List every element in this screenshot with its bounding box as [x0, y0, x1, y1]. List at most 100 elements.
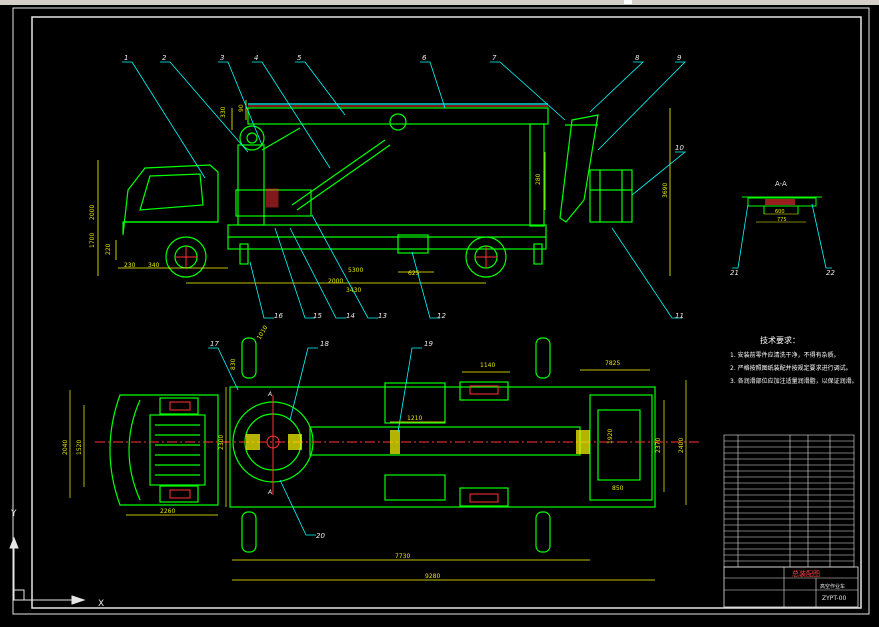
plan-box-top [384, 382, 446, 424]
side-centerlines [175, 105, 548, 268]
plan-dim-2040: 2040 [62, 440, 69, 455]
rear-wheel [465, 236, 507, 278]
dim-230: 230 [124, 262, 136, 269]
plan-dim-1920: 1920 [607, 429, 614, 444]
callout-10: 10 [675, 144, 684, 152]
title-block: 总装配图 高空作业车 ZYPT-00 [723, 566, 859, 608]
front-outrigger [239, 243, 249, 265]
callout-20: 20 [316, 532, 325, 540]
section-dim-775: 775 [777, 217, 787, 223]
ucs-y-label: Y [10, 509, 17, 519]
title-drawing-no: ZYPT-00 [822, 595, 846, 602]
plan-boom [309, 426, 581, 456]
upper-boom [247, 107, 549, 125]
dim-220: 220 [105, 243, 112, 255]
plan-windshield [128, 399, 141, 501]
section-a-a: A-A 600 775 21 22 [730, 180, 835, 277]
turntable-cyl-r [288, 434, 302, 450]
plan-dim-830: 830 [230, 358, 237, 370]
callout-16: 16 [274, 312, 283, 320]
lower-cylinder-b [296, 144, 391, 211]
callout-1: 1 [124, 54, 128, 62]
title-drawing-name: 总装配图 [792, 569, 820, 578]
callout-21: 21 [730, 269, 739, 277]
callout-19: 19 [424, 340, 433, 348]
window-corner-marker [624, 0, 632, 4]
title-subtitle: 高空作业车 [820, 583, 845, 590]
dim-340: 340 [148, 262, 160, 269]
callout-4: 4 [254, 54, 258, 62]
plan-view [109, 337, 656, 553]
boom-support-post [529, 123, 545, 227]
dim-625: 625 [408, 270, 420, 277]
boom-joint [389, 113, 407, 131]
cab-window [139, 173, 204, 211]
turntable-cyl-l [246, 434, 260, 450]
dim-5300: 5300 [348, 267, 363, 274]
notes-item-1: 1. 安装前零件应清洗干净，不得有杂质。 [730, 351, 840, 359]
plan-platform [597, 409, 641, 481]
callout-8: 8 [635, 54, 640, 62]
plan-leaders [208, 347, 422, 536]
plan-dim-2300: 2300 [218, 435, 225, 450]
plan-dim-1210: 1210 [407, 415, 422, 422]
plan-outrigger-fr [535, 337, 551, 379]
callout-17: 17 [210, 340, 219, 348]
plan-dim-lines [69, 369, 687, 581]
callout-11: 11 [675, 312, 684, 320]
boom-head [576, 430, 590, 454]
inner-border [31, 16, 862, 609]
dim-2000-h: 2000 [328, 278, 343, 285]
plan-dim-2400: 2400 [678, 438, 685, 453]
rear-outrigger [533, 243, 543, 265]
side-view [122, 103, 633, 278]
plan-dim-7825: 7825 [605, 360, 620, 367]
notes-item-3: 3. 各润滑部位应加注适量润滑脂，以保证润滑。 [730, 377, 858, 385]
callout-7: 7 [492, 54, 497, 62]
plan-wheel-rr-bottom [459, 487, 509, 507]
plan-dim-1140: 1140 [480, 362, 495, 369]
callout-9: 9 [677, 54, 682, 62]
toolbox [397, 234, 429, 254]
plan-wheel-f-bottom [159, 485, 199, 503]
plan-chassis [229, 386, 656, 508]
turret-post [237, 144, 265, 226]
turret-pivot [239, 125, 265, 151]
plan-dim-1010: 1010 [256, 324, 270, 341]
boom-clamp [390, 430, 400, 454]
callout-22: 22 [826, 269, 835, 277]
callout-14: 14 [346, 312, 355, 320]
ucs-x-label: X [98, 599, 104, 609]
callout-5: 5 [297, 54, 302, 62]
callout-15: 15 [313, 312, 322, 320]
technical-notes: 技术要求： 1. 安装前零件应清洗干净，不得有杂质。 2. 严格按照图纸装配并按… [730, 335, 858, 385]
jib-arm [559, 114, 599, 223]
side-dim-lines [97, 100, 671, 284]
dim-1700: 1700 [89, 233, 96, 248]
plan-dim-1520: 1520 [76, 440, 83, 455]
turret-pivot-pin [246, 132, 258, 144]
plan-dim-9280: 9280 [425, 573, 440, 580]
section-dim-600: 600 [775, 209, 785, 215]
dim-3690: 3690 [662, 183, 669, 198]
outer-border [12, 7, 870, 615]
dim-90: 90 [238, 104, 245, 112]
dim-330: 330 [220, 106, 227, 118]
lower-cylinder-a [291, 139, 386, 206]
plan-dim-850: 850 [612, 485, 624, 492]
boom-link [261, 127, 301, 151]
dim-3430: 3430 [346, 287, 361, 294]
parts-list [723, 434, 855, 568]
section-marker-top: A [267, 391, 272, 398]
notes-item-2: 2. 严格按照图纸装配并按规定要求进行调试。 [730, 364, 852, 372]
plan-outrigger-fl [241, 337, 257, 379]
front-wheel [165, 236, 207, 278]
section-title: A-A [775, 180, 787, 188]
notes-heading: 技术要求： [760, 335, 800, 345]
side-leaders [122, 61, 687, 319]
work-platform [589, 169, 633, 223]
callout-2: 2 [162, 54, 167, 62]
callout-3: 3 [220, 54, 224, 62]
ucs-axis-icon [9, 536, 86, 605]
